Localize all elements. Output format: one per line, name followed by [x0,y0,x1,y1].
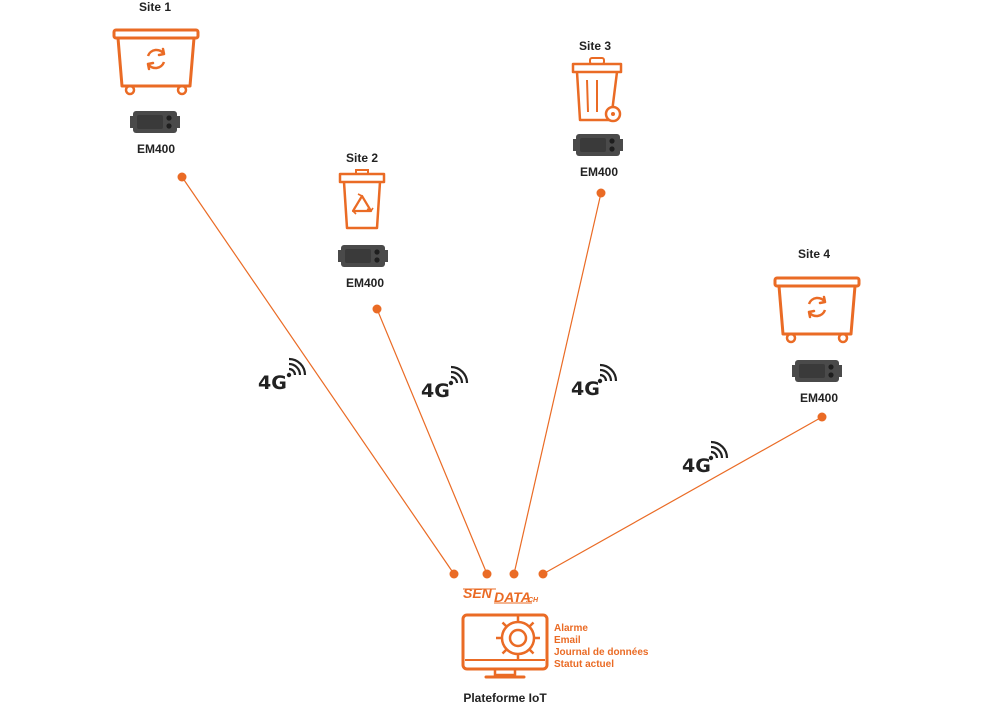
link-label-3: 4G [571,363,618,400]
site-1: Site 1 EM400 [112,0,200,156]
em400-sensor-icon [130,111,180,133]
link-label-4: 4G [682,440,729,477]
platform-endpoint-3 [509,569,519,579]
site-4-device-label: EM400 [800,391,838,405]
site-2-label: Site 2 [346,151,378,165]
link-line-site-3 [513,192,602,575]
logo-suffix: .CH [526,597,539,604]
feature-statut: Statut actuel [554,659,614,670]
platform-endpoint-4 [538,569,548,579]
feature-journal: Journal de données [554,647,649,658]
link-label-2: 4G [421,365,469,402]
site-2: Site 2 EM400 [338,151,388,290]
signal-icon [447,365,469,387]
large-recycling-bin-icon [773,276,861,344]
link-label-1: 4G [258,357,307,394]
signal-icon [707,440,729,462]
site-3-device-label: EM400 [580,165,618,179]
site-1-device-label: EM400 [137,142,175,156]
site-3: Site 3 EM400 [571,39,623,179]
site-1-label: Site 1 [139,0,171,14]
link-endpoint-site-1 [177,172,187,182]
link-endpoint-site-3 [596,188,606,198]
iot-platform: SEN DATA .CH Alarme [461,585,649,705]
signal-icon [285,357,307,379]
recycling-trash-can-icon [338,169,386,230]
site-2-device-label: EM400 [346,276,384,290]
platform-endpoint-2 [482,569,492,579]
large-recycling-bin-icon [112,28,200,96]
wheelie-bin-icon [571,57,623,123]
link-endpoint-site-4 [817,412,827,422]
monitor-gear-icon [461,613,549,679]
link-line-site-2 [376,308,488,575]
em400-sensor-icon [573,134,623,156]
sendata-logo: SEN DATA .CH [463,585,539,605]
4g-label: 4G [421,380,450,402]
4g-label: 4G [258,372,287,394]
link-line-site-4 [542,416,823,575]
site-4: Site 4 EM400 [773,247,861,405]
signal-icon [596,363,618,385]
platform-label: Plateforme IoT [463,691,547,705]
em400-sensor-icon [792,360,842,382]
4g-label: 4G [571,378,600,400]
logo-sen: SEN [463,585,493,601]
4g-label: 4G [682,455,711,477]
feature-alarme: Alarme [554,623,588,634]
em400-sensor-icon [338,245,388,267]
site-3-label: Site 3 [579,39,611,53]
feature-email: Email [554,635,581,646]
link-endpoint-site-2 [372,304,382,314]
site-4-label: Site 4 [798,247,830,261]
link-line-site-1 [181,176,455,575]
platform-endpoint-1 [449,569,459,579]
logo-data: DATA [494,589,531,605]
